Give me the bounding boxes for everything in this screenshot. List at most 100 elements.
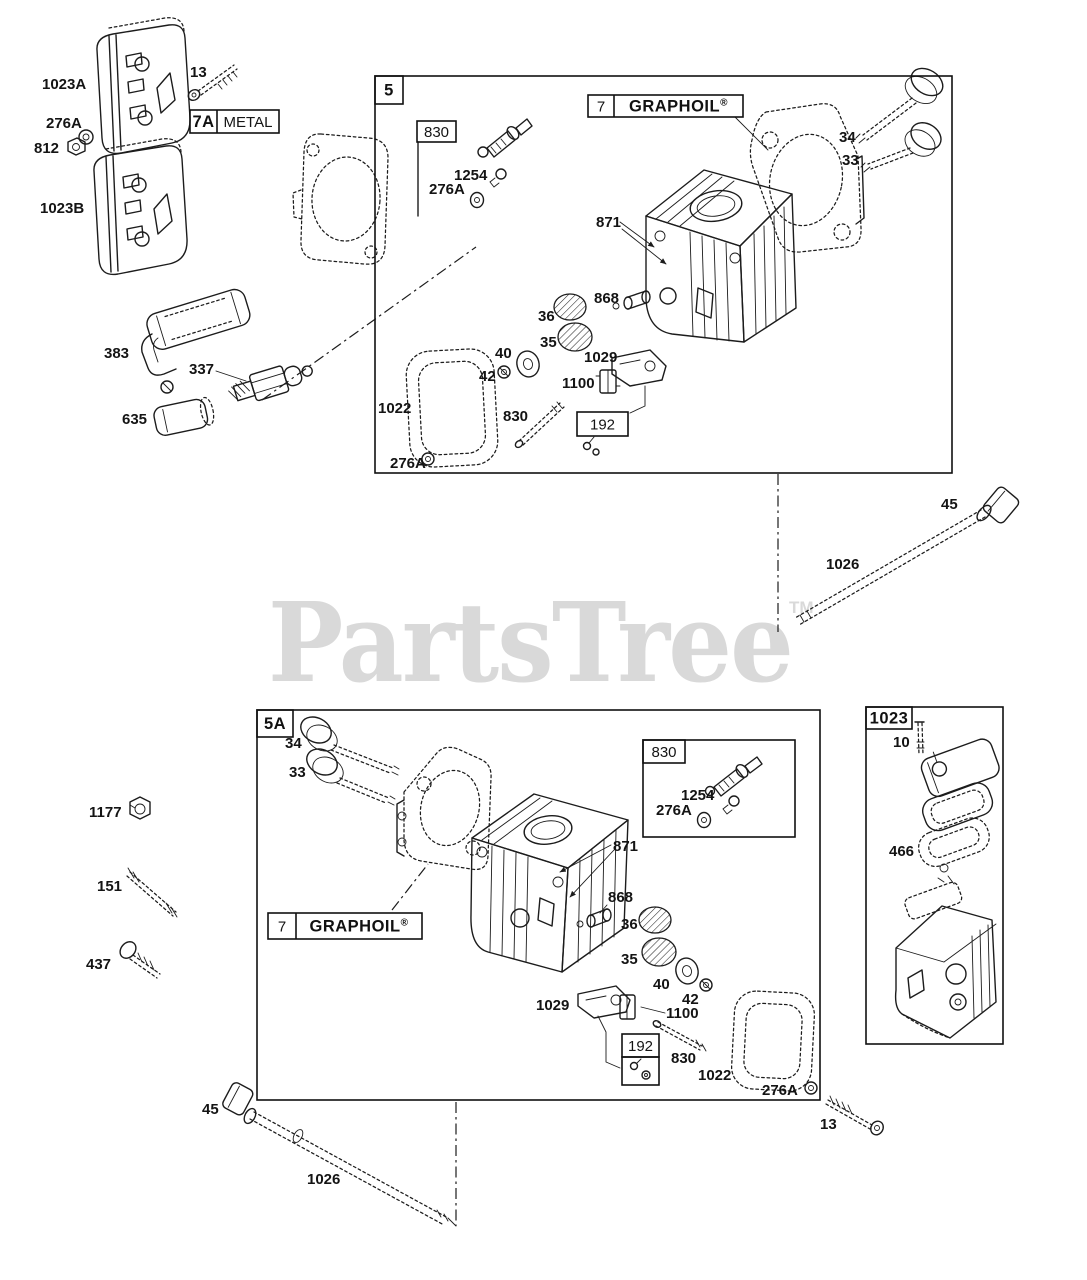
stud-1100-top-drawing <box>595 369 621 394</box>
part-label-1022-top: 1022 <box>378 400 411 417</box>
part-label-337: 337 <box>189 361 214 378</box>
part-label-830-pushrod-top: 830 <box>503 408 528 425</box>
washer-276a-bottom-2-drawing <box>804 1081 818 1095</box>
part-label-1023b: 1023B <box>40 200 84 217</box>
part-label-42-bottom: 42 <box>682 991 699 1008</box>
part-label-276a-top-2: 276A <box>390 455 426 472</box>
part-label-871-top: 871 <box>596 214 621 231</box>
valve-keeper-42-bottom-drawing <box>699 978 713 992</box>
screw-13-bottom-drawing <box>825 1095 884 1136</box>
screws-192-bottom-drawing <box>621 1056 660 1086</box>
part-label-466: 466 <box>889 843 914 860</box>
part-label-868-bottom: 868 <box>608 889 633 906</box>
svg-text:GRAPHOIL®: GRAPHOIL® <box>629 98 728 116</box>
valve-guide-868-bottom-drawing <box>576 904 612 928</box>
valve-keeper-42-top-drawing <box>497 365 511 379</box>
part-label-276a-bottom-1: 276A <box>656 802 692 819</box>
part-label-383: 383 <box>104 345 129 362</box>
part-label-635: 635 <box>122 411 147 428</box>
part-label-34-top: 34 <box>839 129 856 146</box>
valve-spring-36-top-drawing <box>553 293 587 321</box>
spark-plug-337-drawing <box>215 365 313 402</box>
part-label-34-bottom: 34 <box>285 735 302 752</box>
svg-text:1023: 1023 <box>870 710 909 728</box>
spring-retainer-40-top-drawing <box>516 350 540 378</box>
rocker-screw-830-bottom-drawing <box>704 756 763 797</box>
region-box-label-5A <box>256 709 294 738</box>
head-gasket-7-top-drawing <box>749 103 865 253</box>
part-label-42-top: 42 <box>479 368 496 385</box>
region-box-5A: 5A <box>256 709 821 1101</box>
svg-text:7A: 7A <box>192 113 214 131</box>
leader-graphoil-top <box>734 116 769 151</box>
push-rod-830-top-drawing <box>514 401 565 449</box>
callout-830-bottom-outline <box>642 739 796 838</box>
valve-34-bottom-drawing <box>300 716 400 776</box>
bolt-10-drawing <box>914 721 925 756</box>
part-label-868-top: 868 <box>594 290 619 307</box>
washer-276a-top-1-drawing <box>469 191 485 209</box>
cylinder-head-bottom-drawing <box>470 793 629 973</box>
cylinder-head-1023-drawing <box>894 881 997 1039</box>
valve-34-top-drawing <box>855 67 944 144</box>
spark-plug-boot-383-drawing <box>141 288 251 376</box>
part-label-276a-bottom-2: 276A <box>762 1082 798 1099</box>
svg-text:7: 7 <box>597 99 605 116</box>
construction-line-sparkplug <box>261 246 477 401</box>
svg-text:192: 192 <box>590 417 615 434</box>
part-label-33-bottom: 33 <box>289 764 306 781</box>
muffler-cover-1023b-drawing <box>93 138 188 276</box>
valve-cover-1023-drawing <box>920 738 1000 798</box>
leader-graphoil-bottom <box>391 863 429 911</box>
part-label-1023a: 1023A <box>42 76 86 93</box>
muffler-cover-1023a-drawing <box>96 17 191 155</box>
valve-33-top-drawing <box>860 122 942 173</box>
part-label-276a-top-1: 276A <box>429 181 465 198</box>
part-label-1029-bottom: 1029 <box>536 997 569 1014</box>
region-box-5: 5 <box>374 75 953 474</box>
callout-box-7-graphoil-top: 7 GRAPHOIL® <box>587 94 744 118</box>
head-gasket-7-bottom-drawing <box>396 746 492 871</box>
part-label-871-bottom: 871 <box>613 838 638 855</box>
part-label-33-top: 33 <box>842 152 859 169</box>
valve-spring-35-top-drawing <box>557 322 593 352</box>
part-label-36-bottom: 36 <box>621 916 638 933</box>
part-label-1100-bottom: 1100 <box>666 1005 699 1022</box>
nut-812-drawing <box>67 137 86 156</box>
partstree-watermark: PartsTree TM <box>268 578 814 707</box>
line-art-layer <box>67 17 1020 1227</box>
screws-192-top-drawing <box>582 436 600 456</box>
svg-text:830: 830 <box>651 744 676 761</box>
washer-276a-top-2-drawing <box>421 452 435 466</box>
part-label-1177: 1177 <box>89 804 122 821</box>
part-label-1100-top: 1100 <box>562 375 595 392</box>
svg-text:5A: 5A <box>264 715 286 733</box>
push-rod-830-bottom-drawing <box>652 1020 707 1052</box>
svg-text:GRAPHOIL®: GRAPHOIL® <box>310 918 409 936</box>
region-box-1023: 1023 <box>865 706 1004 1045</box>
muffler-gasket-drawing <box>292 133 389 265</box>
part-label-151: 151 <box>97 878 122 895</box>
part-label-40-bottom: 40 <box>653 976 670 993</box>
washer-276a-bottom-1-drawing <box>696 811 712 829</box>
svg-text:5: 5 <box>384 82 394 100</box>
valve-spring-35-bottom-drawing <box>641 937 677 967</box>
svg-text:830: 830 <box>424 124 449 141</box>
stud-151-drawing <box>126 867 178 918</box>
callout-box-192-top: 192 <box>576 411 629 437</box>
part-label-1254-top: 1254 <box>454 167 488 184</box>
callout-box-192-bottom: 192 <box>621 1033 660 1058</box>
part-label-35-bottom: 35 <box>621 951 638 968</box>
valve-spring-36-bottom-drawing <box>638 906 672 934</box>
valve-cover-gasket-1022-top-drawing <box>405 348 499 468</box>
part-label-437: 437 <box>86 956 111 973</box>
bolt-45-bottom-drawing <box>222 1082 457 1227</box>
part-label-13-top: 13 <box>190 64 207 81</box>
bolt-45-top-drawing <box>794 486 1020 626</box>
watermark-text: PartsTree <box>268 578 792 707</box>
part-label-40-top: 40 <box>495 345 512 362</box>
part-label-1026-top: 1026 <box>826 556 859 573</box>
part-label-1022-bottom: 1022 <box>698 1067 731 1084</box>
